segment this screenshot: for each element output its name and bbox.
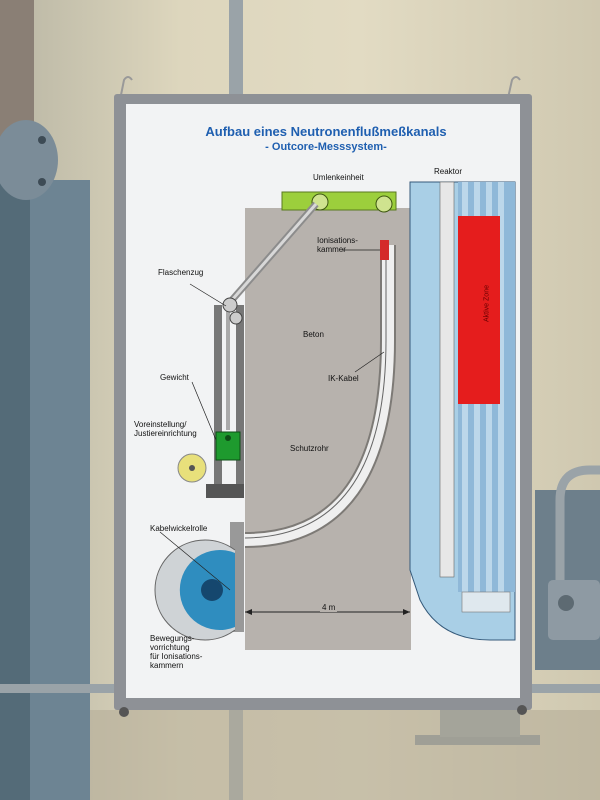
- adjustment-device: [206, 484, 244, 498]
- reactor-bottom-grid: [461, 591, 511, 613]
- left-column-shade: [0, 180, 30, 800]
- leader-line: [354, 351, 385, 373]
- cable-reel-hub: [201, 579, 223, 601]
- label-ionisationskammer-1: Ionisations-: [317, 236, 358, 245]
- label-distance: 4 m: [320, 603, 338, 612]
- pulley-frame-cable: [226, 305, 230, 430]
- label-voreinstellung-2: Justiereinrichtung: [134, 429, 197, 438]
- label-flaschenzug: Flaschenzug: [158, 268, 204, 277]
- pulley-frame-right: [236, 305, 244, 495]
- valve-knob: [558, 595, 574, 611]
- arrowhead-left: [245, 609, 252, 615]
- weight-hook: [225, 435, 231, 441]
- floor-shadow: [90, 710, 600, 800]
- valve-body: [548, 580, 600, 640]
- pulley-wheel: [222, 297, 238, 313]
- pulley-frame-left: [214, 305, 222, 495]
- ik-cable-line: [244, 255, 387, 539]
- active-zone: [458, 216, 500, 404]
- flange-bolt: [38, 178, 46, 186]
- pulley-wheel: [229, 311, 243, 325]
- label-kabelwickelrolle: Kabelwickelrolle: [150, 524, 208, 533]
- deflector-pulley-right: [375, 195, 393, 213]
- pulley-arm-inner: [230, 203, 318, 301]
- hanger-hook: [119, 76, 133, 101]
- leader-line: [159, 531, 231, 591]
- label-beton: Beton: [303, 330, 324, 339]
- label-gewicht: Gewicht: [160, 373, 189, 382]
- screw: [517, 705, 527, 715]
- screw: [119, 707, 129, 717]
- label-ik-kabel: IK-Kabel: [328, 374, 359, 383]
- arrowhead-right: [403, 609, 410, 615]
- right-pipe: [555, 465, 600, 640]
- flange-bolt: [38, 136, 46, 144]
- hanger-hook: [507, 76, 521, 99]
- label-umlenkeinheit: Umlenkeinheit: [313, 173, 364, 182]
- vertical-conduit: [229, 0, 243, 100]
- leader-line: [191, 381, 217, 441]
- label-bewegung-2: vorrichtung: [150, 643, 190, 652]
- label-bewegung-3: für Ionisations-: [150, 652, 203, 661]
- adjustment-disc-hole: [189, 465, 195, 471]
- label-bewegung-4: kammern: [150, 661, 184, 670]
- label-bewegung-1: Bewegungs-: [150, 634, 195, 643]
- label-voreinstellung-1: Voreinstellung/: [134, 420, 187, 429]
- sign-subtitle: - Outcore-Messsystem-: [265, 141, 387, 153]
- horizontal-pipe-right: [530, 684, 600, 693]
- reactor-rod: [498, 182, 504, 592]
- label-schutzrohr: Schutzrohr: [290, 444, 329, 453]
- label-ionisationskammer-2: kammer: [317, 245, 346, 254]
- reactor-liner: [439, 181, 455, 578]
- protective-tube-inner: [244, 245, 394, 546]
- label-reaktor: Reaktor: [434, 167, 463, 176]
- horizontal-pipe: [0, 684, 130, 693]
- leader-line: [189, 283, 227, 307]
- sign-title: Aufbau eines Neutronenflußmeßkanals: [205, 124, 447, 139]
- ionisation-chamber: [380, 240, 389, 260]
